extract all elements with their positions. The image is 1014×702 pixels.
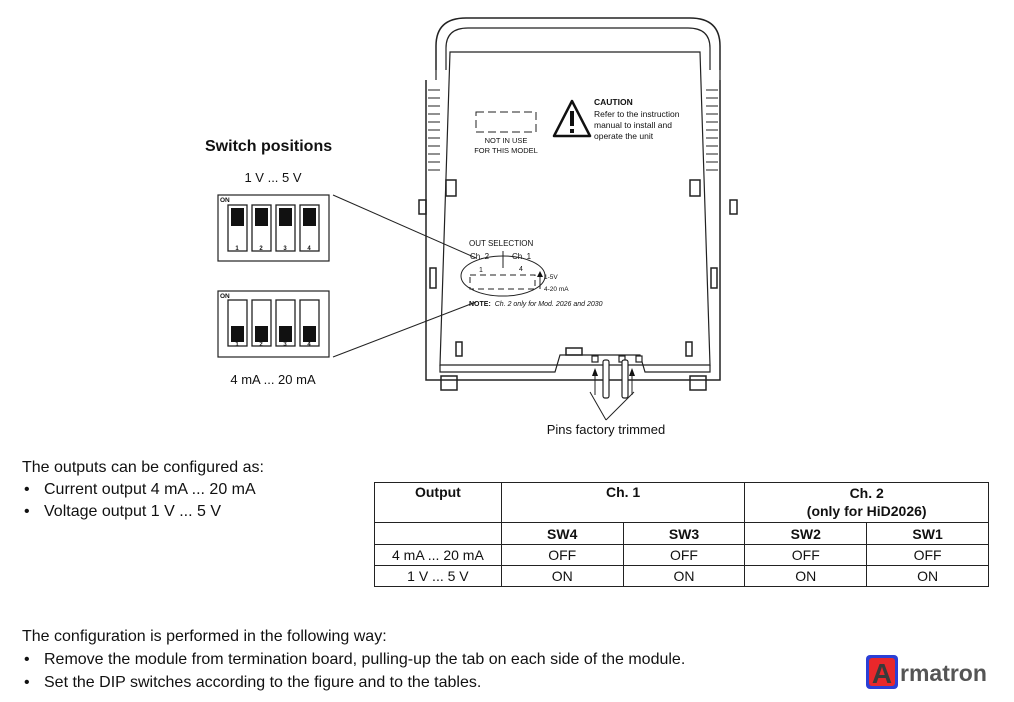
dip-number-3: 3: [283, 342, 287, 348]
logo-text: rmatron: [900, 660, 987, 686]
logo-letter: A: [872, 658, 892, 689]
switch-config-table: Output Ch. 1 Ch. 2 (only for HiD2026) SW…: [374, 482, 989, 587]
dip-number-4: 4: [307, 342, 311, 348]
caution-warning-icon: [552, 99, 592, 138]
outputs-intro: The outputs can be configured as: Curren…: [22, 457, 264, 523]
not-in-use-line-1: NOT IN USE: [485, 136, 528, 145]
switch-highlight-ellipse: [460, 255, 546, 297]
cell-value: OFF: [500, 544, 624, 566]
dip-number-4: 4: [307, 246, 311, 252]
steps-list: Remove the module from termination board…: [22, 648, 685, 694]
caution-line-2: manual to install and: [594, 120, 672, 130]
cell-value: ON: [866, 565, 989, 587]
cell-output: 4 mA ... 20 mA: [374, 544, 502, 566]
note-label: NOTE:: [469, 301, 491, 308]
switch-positions-title: Switch positions: [205, 138, 332, 155]
header-sw4: SW4: [500, 522, 624, 545]
mini-number-4: 4: [519, 266, 523, 273]
steps-intro-text: The configuration is performed in the fo…: [22, 628, 387, 645]
out-selection-label: OUT SELECTION: [469, 239, 534, 248]
dip-on-label: ON: [220, 197, 230, 204]
header-ch2-line-2: (only for HiD2026): [806, 503, 927, 519]
mini-number-1: 1: [479, 267, 483, 274]
pins-label: Pins factory trimmed: [547, 422, 665, 437]
range-1-5v: 1-5V: [544, 274, 558, 281]
header-output: Output: [374, 482, 502, 523]
ch2-label: Ch. 2: [470, 252, 490, 261]
armatron-logo: A rmatron: [866, 655, 987, 689]
cell-output: 1 V ... 5 V: [374, 565, 502, 587]
table-row: 1 V ... 5 V ON ON ON ON: [374, 565, 989, 587]
svg-text:NOTE: Ch. 2 only for Mod.: NOTE: Ch. 2 only for Mod. 2026 and 2030: [469, 301, 603, 308]
module-diagram: Switch positions 1 V ... 5 V ON 1 2 3 4 …: [205, 17, 738, 437]
configuration-steps: The configuration is performed in the fo…: [22, 625, 685, 694]
outputs-intro-text: The outputs can be configured as:: [22, 459, 264, 476]
cell-value: OFF: [622, 544, 746, 566]
dip-number-2: 2: [259, 342, 263, 348]
trimmed-pins: [591, 355, 643, 399]
list-item: Voltage output 1 V ... 5 V: [22, 501, 264, 523]
current-switch-label: 4 mA ... 20 mA: [230, 372, 316, 387]
module-ribs: [428, 89, 718, 171]
caution-line-3: operate the unit: [594, 131, 654, 141]
cell-value: OFF: [744, 544, 868, 566]
table-row: 4 mA ... 20 mA OFF OFF OFF OFF: [374, 544, 989, 566]
ch1-label: Ch. 1: [512, 252, 532, 261]
list-item: Current output 4 mA ... 20 mA: [22, 479, 264, 501]
voltage-switch-label: 1 V ... 5 V: [244, 170, 301, 185]
cell-value: ON: [622, 565, 746, 587]
header-ch2: Ch. 2 (only for HiD2026): [744, 482, 989, 523]
dip-number-1: 1: [235, 342, 239, 348]
header-ch1: Ch. 1: [500, 482, 746, 523]
not-in-use-box: [475, 111, 537, 133]
note-text: Ch. 2 only for Mod. 2026 and 2030: [495, 301, 603, 308]
dip-number-1: 1: [235, 246, 239, 252]
caution-title: CAUTION: [594, 97, 633, 107]
list-item: Remove the module from termination board…: [22, 648, 685, 671]
header-sw3: SW3: [622, 522, 746, 545]
dip-on-label: ON: [220, 293, 230, 300]
list-item: Set the DIP switches according to the fi…: [22, 671, 685, 694]
module-housing: [418, 17, 738, 391]
cell-value: OFF: [866, 544, 989, 566]
not-in-use-line-2: FOR THIS MODEL: [474, 146, 538, 155]
header-sw1: SW1: [866, 522, 989, 545]
header-empty: [374, 522, 502, 545]
cell-value: ON: [744, 565, 868, 587]
outputs-list: Current output 4 mA ... 20 mA Voltage ou…: [22, 479, 264, 523]
caution-line-1: Refer to the instruction: [594, 109, 680, 119]
dip-number-2: 2: [259, 246, 263, 252]
header-ch2-line-1: Ch. 2: [849, 485, 884, 501]
dip-switch-voltage: ON 1 2 3 4: [217, 194, 330, 262]
dip-switch-current: ON 1 2 3 4: [217, 290, 330, 358]
range-4-20ma: 4-20 mA: [544, 286, 569, 293]
header-sw2: SW2: [744, 522, 868, 545]
cell-value: ON: [500, 565, 624, 587]
dip-number-3: 3: [283, 246, 287, 252]
